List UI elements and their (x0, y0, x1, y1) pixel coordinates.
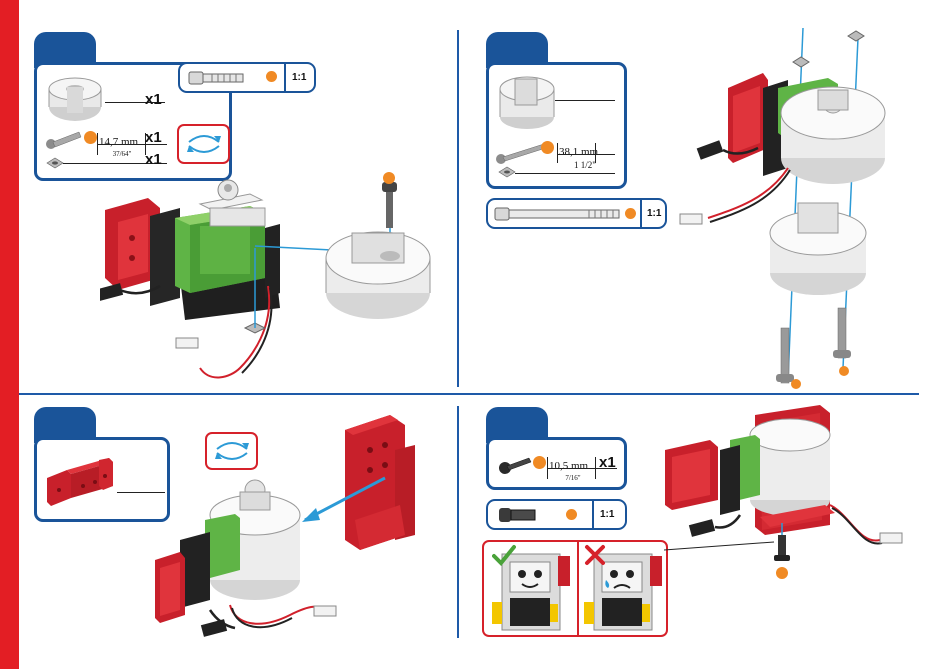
scale-label: 1:1 (647, 208, 661, 219)
part-number-badge (541, 141, 554, 154)
screw-qty: x1 (145, 129, 162, 146)
nut-qty: x1 (145, 151, 162, 168)
panel-divider (577, 542, 579, 635)
short-screw-1to1-icon (498, 505, 538, 525)
square-nut-icon (497, 165, 517, 179)
scale-card: 1:1 (486, 499, 627, 530)
screw-length-mm: 14,7 mm (99, 136, 138, 148)
long-screw-length-inch: 1 1/2" (559, 160, 611, 170)
short-screw-icon (497, 454, 533, 476)
vertical-divider-bottom (457, 406, 459, 638)
measure-tick (97, 133, 98, 155)
part-leader-line (515, 173, 615, 174)
part-number-badge (533, 456, 546, 469)
rotate-arrows-icon (185, 131, 223, 157)
card-divider (640, 200, 642, 227)
short-screw-length: 10,5 mm 7/16" (549, 456, 597, 482)
measure-tick (595, 143, 596, 163)
scale-card: 1:1 (486, 198, 667, 229)
scale-label: 1:1 (600, 509, 614, 520)
horn-qty: x1 (145, 91, 162, 108)
step-1-assembly-illustration (100, 168, 450, 390)
step-3-assembly-illustration (140, 410, 440, 645)
vertical-divider-top (457, 30, 459, 387)
measure-tick (547, 457, 548, 479)
part-number-badge (84, 131, 97, 144)
part-leader-line (555, 100, 615, 101)
scale-card: 1:1 (178, 62, 316, 93)
checkmark-icon (492, 544, 516, 566)
servo-housing-half-icon (497, 71, 559, 133)
short-screw-length-mm: 10,5 mm (549, 460, 588, 472)
short-screw-qty: x1 (599, 454, 616, 471)
servo-horn-half-icon (45, 73, 107, 125)
measure-tick (557, 143, 558, 163)
rotate-frame (177, 124, 230, 164)
screw-length-inch: 37/64" (99, 150, 145, 158)
part-number-badge (625, 208, 636, 219)
screw-1to1-icon (188, 69, 248, 87)
card-divider (592, 501, 594, 528)
step-2-assembly-illustration (668, 18, 908, 390)
long-screw-length-mm: 38,1 mm (559, 146, 598, 158)
screw-icon (45, 129, 87, 151)
step-4-parts-box: 10,5 mm 7/16" x1 (486, 437, 627, 490)
u-bracket-icon (43, 450, 123, 510)
callout-lines (664, 540, 784, 560)
correct-wrong-panel (482, 540, 668, 637)
short-screw-length-inch: 7/16" (549, 474, 597, 482)
card-divider (284, 64, 286, 91)
part-number-badge (566, 509, 577, 520)
measure-bar (557, 154, 615, 155)
scale-label: 1:1 (292, 72, 306, 83)
step-2-parts-box: 38,1 mm 1 1/2" (486, 62, 627, 189)
long-screw-1to1-icon (494, 205, 624, 223)
long-screw-length: 38,1 mm 1 1/2" (559, 142, 611, 170)
part-number-badge (266, 71, 277, 82)
horizontal-divider (19, 393, 919, 395)
measure-tick (595, 457, 596, 479)
cross-icon (584, 544, 606, 566)
edge-color-bar (0, 0, 19, 669)
screw-length: 14,7 mm 37/64" (99, 132, 145, 158)
square-nut-icon (45, 155, 65, 171)
